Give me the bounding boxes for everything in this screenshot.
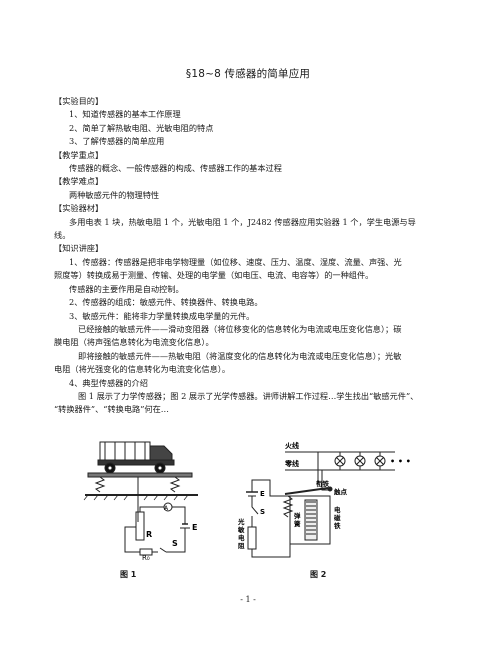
photoresistor-label-2: 敏: [237, 525, 245, 534]
equipment-text-cont: 线。: [54, 230, 71, 241]
knowledge-3b-cont: 电阻（将光强变化的信息转化为电流变化信息）。: [54, 364, 231, 375]
knowledge-4-text: 图 1 展示了力学传感器；图 2 展示了光学传感器。讲师讲解工作过程…学生找出“…: [78, 390, 419, 401]
equipment-text: 多用电表 1 块，热敏电阻 1 个，光敏电阻 1 个，J2482 传感器应用实验…: [69, 216, 416, 227]
knowledge-1-note: 传感器的主要作用是自动控制。: [69, 283, 184, 294]
figure-2-label: 图 2: [310, 570, 327, 579]
knowledge-4-text-cont: “转换器件”、“转换电路”何在…: [54, 404, 169, 415]
live-wire-label: 火线: [285, 441, 299, 450]
armature-label: 衔铁: [316, 479, 330, 488]
figure-1-diagram: [83, 441, 198, 556]
knowledge-2: 2、传感器的组成：敏感元件、转换器件、转换电路。: [69, 297, 263, 308]
switch-s-label: S: [260, 508, 265, 516]
figure-1-labels: A R R₀ E S: [142, 505, 197, 562]
knowledge-4: 4、典型传感器的介绍: [69, 377, 148, 388]
electromagnet-label-2: 磁: [334, 513, 341, 522]
knowledge-3a: 已经接触的敏感元件——滑动变阻器（将位移变化的信息转化为电流或电压变化信息）；碳: [78, 323, 402, 334]
figures-area: A R R₀ E S 图 1: [80, 432, 430, 582]
goal-item: 3、了解传感器的简单应用: [69, 136, 165, 147]
section-heading-difficulty: 【教学难点】: [54, 176, 104, 187]
spring-label-1: 弹: [294, 511, 301, 520]
electromagnet-label-1: 电: [334, 505, 341, 514]
knowledge-3a-cont: 膜电阻（将声强信息转化为电流变化信息）。: [54, 337, 214, 348]
section-heading-knowledge: 【知识讲座】: [54, 243, 104, 254]
photoresistor-label-3: 电: [238, 533, 245, 542]
ammeter-label: A: [164, 505, 169, 512]
goal-item: 1、知道传感器的基本工作原理: [69, 109, 181, 120]
knowledge-3b: 即将接触的敏感元件——热敏电阻（将温度变化的信息转化为电流或电压变化信息）；光敏: [78, 350, 402, 361]
section-heading-equipment: 【实验器材】: [54, 203, 104, 214]
more-lamps-dots: • • •: [390, 457, 411, 466]
section-heading-key: 【教学重点】: [54, 149, 104, 160]
goal-item: 2、简单了解热敏电阻、光敏电阻的特点: [69, 122, 214, 133]
key-text: 传感器的概念、一般传感器的构成、传感器工作的基本过程: [69, 163, 282, 174]
figure-2-labels: 火线 零线 • • • 衔铁 触点 E S 光 敏 电 阻 弹 簧 电 磁 铁: [237, 441, 411, 550]
knowledge-1: 1、传感器：传感器是把非电学物理量（如位移、速度、压力、温度、湿度、流量、声强、…: [69, 256, 402, 267]
electromagnet-label-3: 铁: [333, 521, 341, 530]
page-title: §18~8 传感器的简单应用: [185, 68, 311, 80]
photoresistor-label-4: 阻: [238, 541, 245, 550]
battery-e-label: E: [192, 523, 197, 532]
knowledge-1-cont: 照度等）转换成易于测量、传输、处理的电学量（如电压、电流、电容等）的一种组件。: [54, 270, 374, 281]
spring-label-2: 簧: [294, 519, 301, 528]
knowledge-3: 3、敏感元件：能将非力学量转换成电学量的元件。: [69, 310, 255, 321]
section-heading-goal: 【实验目的】: [54, 96, 104, 106]
page-number: - 1 -: [240, 595, 256, 604]
battery-e-label: E: [260, 490, 265, 498]
photoresistor-label-1: 光: [237, 517, 245, 526]
contact-label: 触点: [333, 487, 348, 496]
resistor-r0-label: R₀: [142, 554, 150, 562]
figure-1-label: 图 1: [120, 570, 137, 579]
figure-2-diagram: [246, 451, 395, 558]
difficulty-text: 两种敏感元件的物理特性: [69, 189, 160, 200]
switch-s-label: S: [172, 539, 178, 548]
document-body: 【实验目的】 1、知道传感器的基本工作原理 2、简单了解热敏电阻、光敏电阻的特点…: [54, 95, 449, 417]
neutral-wire-label: 零线: [284, 459, 299, 468]
resistor-r-label: R: [146, 530, 152, 539]
